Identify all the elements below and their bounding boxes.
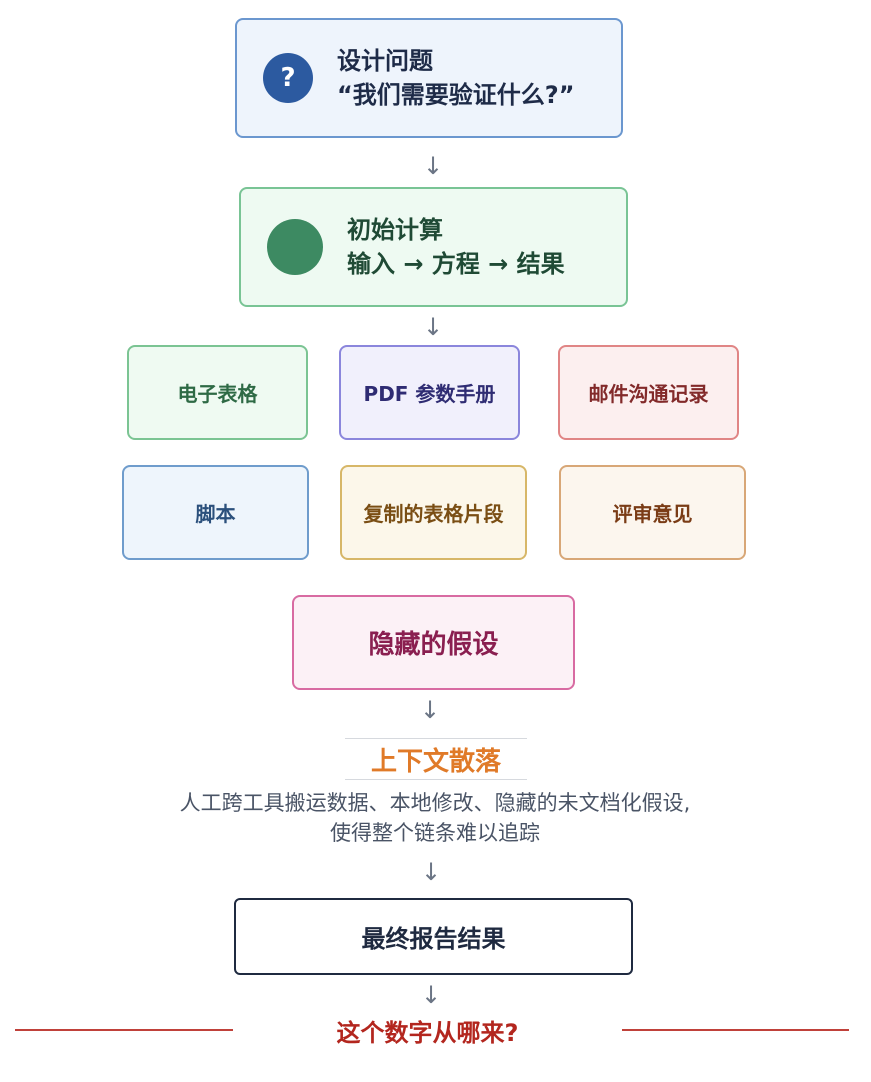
circle-icon — [267, 219, 323, 275]
final-report-box: 最终报告结果 — [234, 898, 633, 975]
arrow-down-icon: ↓ — [423, 313, 444, 341]
arrow-down-icon: ↓ — [423, 152, 444, 180]
design-question-subtitle: “我们需要验证什么?” — [337, 81, 575, 109]
source-spreadsheet: 电子表格 — [127, 345, 308, 440]
source-review-comments: 评审意见 — [559, 465, 746, 560]
source-pdf-manual: PDF 参数手册 — [339, 345, 520, 440]
origin-question: 这个数字从哪来? — [336, 1018, 519, 1047]
design-question-box: ? 设计问题 “我们需要验证什么?” — [235, 18, 623, 138]
description-line: 人工跨工具搬运数据、本地修改、隐藏的未文档化假设, — [179, 791, 691, 815]
source-script: 脚本 — [122, 465, 309, 560]
divider-left — [15, 1029, 233, 1031]
context-scatter-description: 人工跨工具搬运数据、本地修改、隐藏的未文档化假设, 使得整个链条难以追踪 — [60, 788, 810, 848]
source-copied-table: 复制的表格片段 — [340, 465, 527, 560]
divider-right — [622, 1029, 849, 1031]
context-scatter-title: 上下文散落 — [345, 738, 527, 780]
source-email-records: 邮件沟通记录 — [558, 345, 739, 440]
initial-calc-title: 初始计算 — [347, 216, 443, 244]
initial-calc-box: 初始计算 输入 → 方程 → 结果 — [239, 187, 628, 307]
arrow-down-icon: ↓ — [421, 981, 442, 1009]
design-question-title: 设计问题 — [337, 47, 433, 75]
arrow-down-icon: ↓ — [420, 696, 441, 724]
question-icon: ? — [263, 53, 313, 103]
initial-calc-subtitle: 输入 → 方程 → 结果 — [347, 250, 565, 278]
description-line: 使得整个链条难以追踪 — [330, 821, 540, 845]
hidden-assumptions-box: 隐藏的假设 — [292, 595, 575, 690]
arrow-down-icon: ↓ — [421, 858, 442, 886]
